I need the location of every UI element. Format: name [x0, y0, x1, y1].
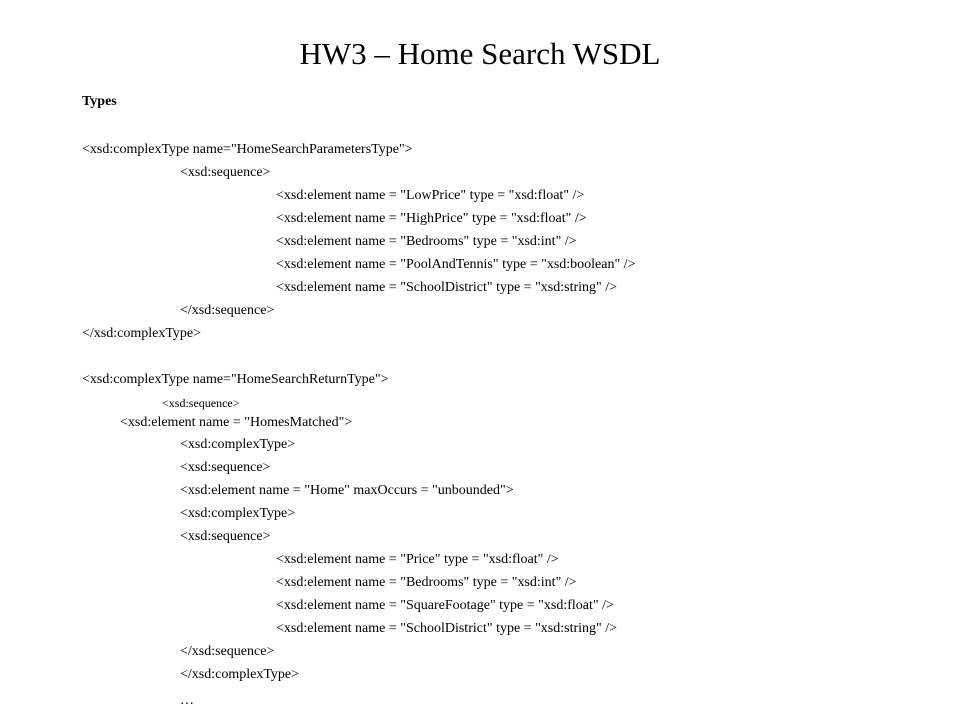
- code-line: <xsd:element name = "Price" type = "xsd:…: [276, 552, 559, 567]
- code-line: <xsd:element name = "SchoolDistrict" typ…: [276, 280, 618, 295]
- code-line: <xsd:element name = "HighPrice" type = "…: [276, 211, 587, 226]
- code-line: <xsd:sequence>: [180, 529, 271, 544]
- code-line: <xsd:element name = "HomesMatched">: [120, 415, 353, 430]
- code-line: </xsd:sequence>: [180, 303, 275, 318]
- code-line: </xsd:sequence>: [180, 644, 275, 659]
- code-line: <xsd:sequence>: [162, 396, 240, 410]
- code-line: …: [180, 693, 194, 708]
- code-line: </xsd:complexType>: [82, 326, 202, 341]
- code-line: <xsd:sequence>: [180, 165, 271, 180]
- code-line: </xsd:complexType>: [180, 667, 300, 682]
- code-line: <xsd:element name = "Home" maxOccurs = "…: [180, 483, 514, 498]
- code-line: <xsd:element name = "SchoolDistrict" typ…: [276, 621, 618, 636]
- code-line: <xsd:element name = "SquareFootage" type…: [276, 598, 614, 613]
- code-line: <xsd:element name = "Bedrooms" type = "x…: [276, 234, 577, 249]
- code-line: <xsd:complexType name="HomeSearchParamet…: [82, 142, 413, 157]
- code-line: <xsd:complexType>: [180, 506, 296, 521]
- code-line: <xsd:complexType>: [180, 437, 296, 452]
- code-line: <xsd:element name = "Bedrooms" type = "x…: [276, 575, 577, 590]
- slide-title: HW3 – Home Search WSDL: [299, 36, 661, 71]
- code-line: <xsd:complexType name="HomeSearchReturnT…: [82, 372, 389, 387]
- code-line: <xsd:element name = "PoolAndTennis" type…: [276, 257, 636, 272]
- section-label-types: Types: [82, 94, 117, 109]
- code-line: <xsd:element name = "LowPrice" type = "x…: [276, 188, 585, 203]
- code-line: <xsd:sequence>: [180, 460, 271, 475]
